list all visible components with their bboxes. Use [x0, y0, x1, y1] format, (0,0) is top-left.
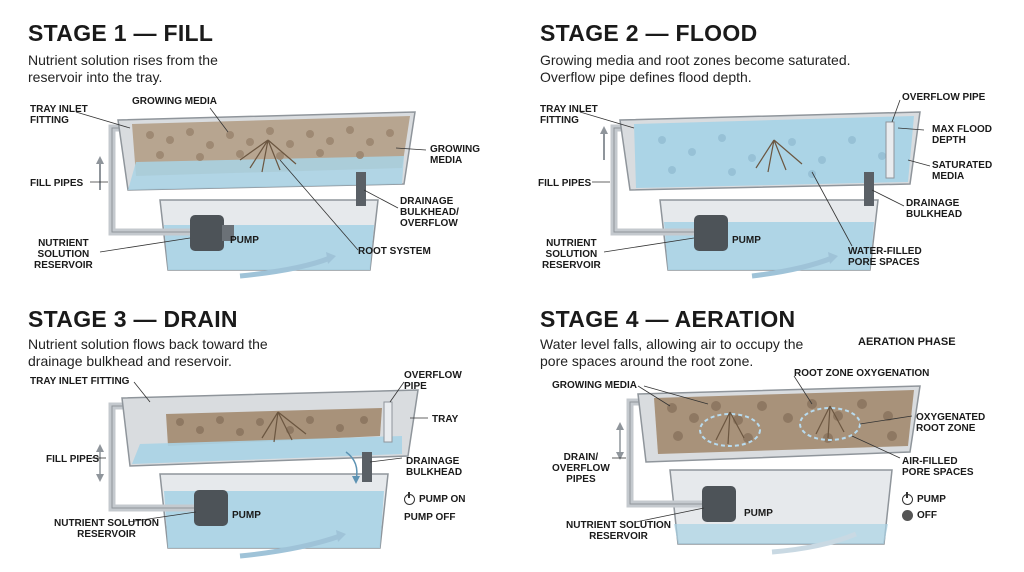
- tray-inlet-label: TRAY INLET FITTING: [540, 104, 598, 126]
- pump-on-indicator: PUMP ON: [404, 492, 466, 505]
- stage-title: STAGE 3 — DRAIN: [28, 306, 238, 332]
- overflow-pipe-label: OVERFLOW PIPE: [404, 370, 462, 392]
- tray-inlet-label: TRAY INLET FITTING: [30, 376, 130, 387]
- nutrient-reservoir-label: NUTRIENT SOLUTION RESERVOIR: [566, 520, 671, 542]
- stage-description: Nutrient solution rises from the reservo…: [28, 52, 218, 85]
- stage-description: Nutrient solution flows back toward the …: [28, 336, 268, 369]
- pump-shape: [190, 215, 224, 251]
- root-oxygenation-label: ROOT ZONE OXYGENATION: [794, 368, 930, 379]
- power-icon: [902, 492, 913, 505]
- pump-label: PUMP: [232, 510, 261, 521]
- drainage-label: DRAINAGE BULKHEAD/ OVERFLOW: [400, 196, 459, 229]
- aeration-phase-label: AERATION PHASE: [858, 336, 956, 348]
- pump-indicator: PUMP: [902, 492, 946, 505]
- pump-label: PUMP: [230, 235, 259, 246]
- air-filled-label: AIR-FILLED PORE SPACES: [902, 456, 974, 478]
- stage-description: Water level falls, allowing air to occup…: [540, 336, 804, 369]
- tray-inlet-label: TRAY INLET FITTING: [30, 104, 88, 126]
- aeration-diagram-illustration: [612, 375, 921, 555]
- fill-pipes-label: FILL PIPES: [30, 178, 84, 189]
- off-label: OFF: [917, 510, 937, 521]
- drain-overflow-label: DRAIN/ OVERFLOW PIPES: [552, 452, 610, 485]
- overflow-pipe-label: OVERFLOW PIPE: [902, 92, 986, 103]
- tray-label: TRAY: [432, 414, 459, 425]
- pump-on-label: PUMP ON: [419, 494, 466, 505]
- nutrient-reservoir-label: NUTRIENT SOLUTION RESERVOIR: [34, 238, 93, 271]
- stage-title: STAGE 1 — FILL: [28, 20, 214, 46]
- pump-off-indicator: OFF: [902, 510, 937, 521]
- pump-indicator-label: PUMP: [917, 494, 946, 505]
- nutrient-reservoir-label: NUTRIENT SOLUTION RESERVOIR: [542, 238, 601, 271]
- drainage-label: DRAINAGE BULKHEAD: [906, 198, 963, 220]
- pump-label: PUMP: [744, 508, 773, 519]
- stage-aeration-panel: STAGE 4 — AERATION Water level falls, al…: [512, 286, 1024, 572]
- fill-pipes-label: FILL PIPES: [46, 454, 100, 465]
- drainage-label: DRAINAGE BULKHEAD: [406, 456, 463, 478]
- flood-diagram-illustration: [579, 99, 931, 279]
- stage-fill-panel: STAGE 1 — FILL Nutrient solution rises f…: [0, 0, 512, 286]
- fill-pipes-label: FILL PIPES: [538, 178, 592, 189]
- stage-drain-panel: STAGE 3 — DRAIN Nutrient solution flows …: [0, 286, 512, 572]
- drain-diagram-illustration: [92, 381, 428, 559]
- growing-media-right-label: GROWING MEDIA: [430, 144, 480, 166]
- water-filled-label: WATER-FILLED PORE SPACES: [848, 246, 922, 268]
- max-flood-label: MAX FLOOD DEPTH: [932, 124, 992, 146]
- saturated-media-label: SATURATED MEDIA: [932, 160, 993, 182]
- oxygenated-root-label: OXYGENATED ROOT ZONE: [916, 412, 986, 434]
- growing-media-label: GROWING MEDIA: [552, 380, 637, 391]
- pump-off-label: PUMP OFF: [404, 512, 456, 523]
- stage-title: STAGE 4 — AERATION: [540, 306, 796, 332]
- stage-description: Growing media and root zones become satu…: [540, 52, 851, 85]
- stage-flood-panel: STAGE 2 — FLOOD Growing media and root z…: [512, 0, 1024, 286]
- root-system-label: ROOT SYSTEM: [358, 246, 431, 257]
- growing-media-label: GROWING MEDIA: [132, 96, 217, 107]
- fill-diagram-illustration: [75, 107, 427, 279]
- stage-title: STAGE 2 — FLOOD: [540, 20, 758, 46]
- nutrient-reservoir-label: NUTRIENT SOLUTION RESERVOIR: [54, 518, 159, 540]
- pump-label: PUMP: [732, 235, 761, 246]
- off-dot-icon: [902, 510, 913, 521]
- power-icon: [404, 492, 415, 505]
